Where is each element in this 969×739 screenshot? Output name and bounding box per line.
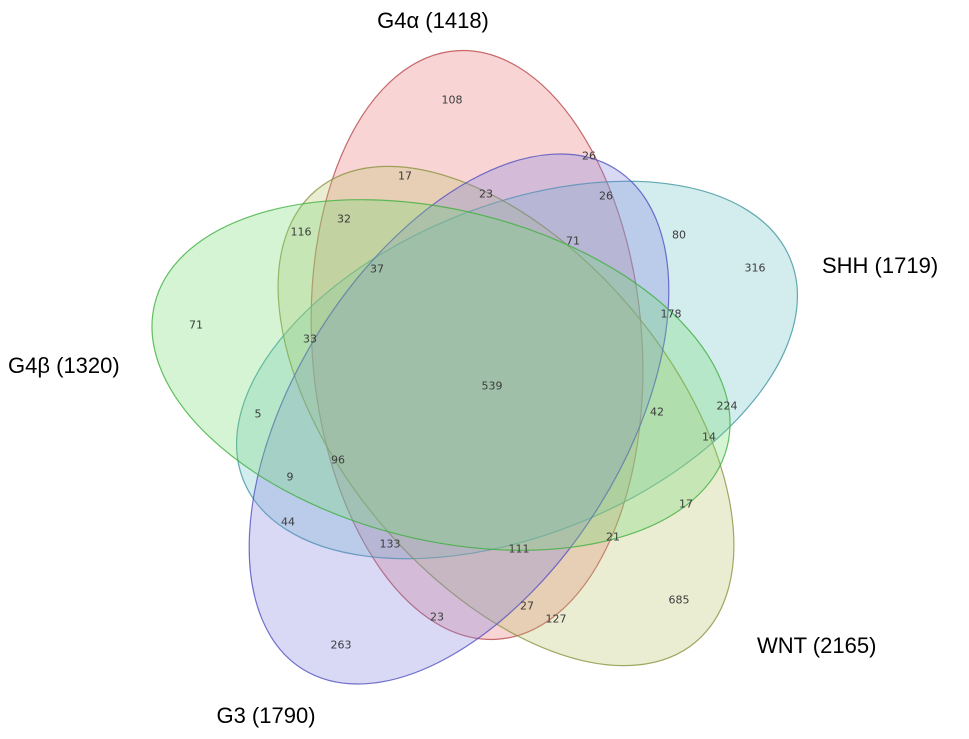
region-counts-group: 108 17 23 26 26 32 116 37 71 80 316 71 33 178 539 224 5 4…	[189, 94, 766, 652]
venn-ellipse-wnt	[277, 165, 735, 667]
region-count: 111	[509, 543, 530, 556]
region-count: 80	[672, 229, 686, 242]
region-count: 26	[582, 150, 596, 163]
region-count: 17	[398, 170, 412, 183]
region-count: 539	[482, 380, 503, 393]
region-count: 14	[702, 431, 716, 444]
region-count: 263	[331, 639, 352, 652]
region-count: 33	[303, 333, 317, 346]
region-count: 21	[606, 531, 620, 544]
region-count: 685	[669, 594, 690, 607]
venn-ellipse-g3	[248, 153, 670, 685]
set-label-g4a: G4α (1418)	[377, 8, 489, 33]
region-count: 26	[599, 190, 613, 203]
set-label-wnt: WNT (2165)	[757, 633, 876, 658]
venn-ellipse-g4a	[310, 49, 644, 641]
venn-ellipses-group	[151, 49, 799, 685]
set-label-g3: G3 (1790)	[216, 703, 315, 728]
region-count: 32	[337, 213, 351, 226]
set-label-g4b: G4β (1320)	[8, 353, 120, 378]
region-count: 127	[546, 613, 567, 626]
region-count: 116	[291, 226, 312, 239]
region-count: 23	[479, 188, 493, 201]
venn-ellipse-g4b	[151, 199, 731, 551]
region-count: 42	[650, 406, 664, 419]
region-count: 71	[189, 319, 203, 332]
region-count: 96	[331, 454, 345, 467]
region-count: 17	[679, 498, 693, 511]
region-count: 44	[281, 516, 295, 529]
region-count: 178	[661, 308, 682, 321]
venn-ellipse-shh	[235, 180, 799, 560]
region-count: 224	[717, 400, 738, 413]
region-count: 37	[370, 263, 384, 276]
set-label-shh: SHH (1719)	[822, 253, 938, 278]
region-count: 5	[255, 408, 262, 421]
set-labels-group: G4α (1418) SHH (1719) WNT (2165) G3 (1790) G…	[8, 8, 938, 728]
region-count: 71	[566, 235, 580, 248]
region-count: 133	[380, 538, 401, 551]
region-count: 316	[745, 262, 766, 275]
region-count: 108	[442, 94, 463, 107]
region-count: 23	[430, 611, 444, 624]
region-count: 9	[287, 471, 294, 484]
region-count: 27	[520, 600, 534, 613]
